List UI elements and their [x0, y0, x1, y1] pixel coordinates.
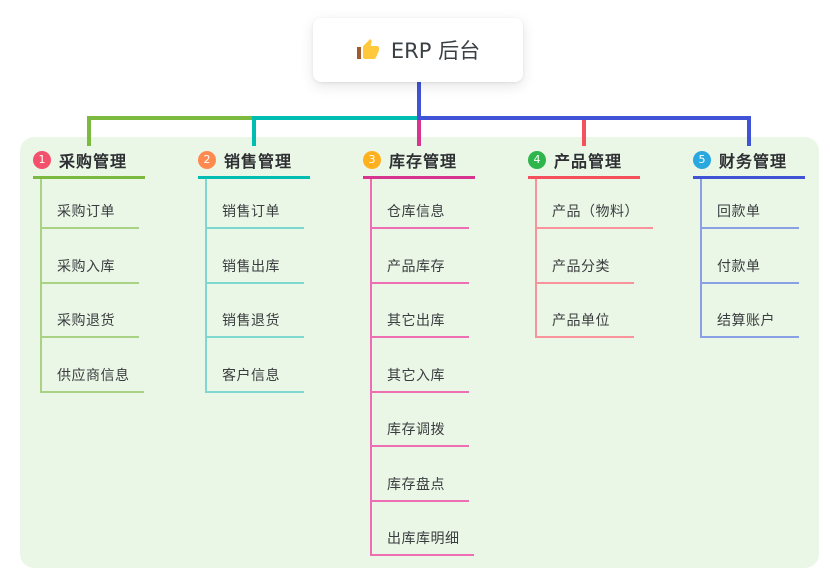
connector-bar-middle [252, 116, 417, 120]
branch-children: 采购订单 采购入库 采购退货 供应商信息 [40, 179, 145, 393]
child-label: 采购退货 [57, 313, 115, 329]
child-label: 产品（物料） [552, 204, 639, 220]
branch-underline [693, 176, 805, 179]
child-node[interactable]: 销售退货 [207, 284, 304, 338]
child-label: 客户信息 [222, 367, 280, 384]
child-node[interactable]: 其它出库 [372, 284, 469, 338]
branch-number-badge: 1 [33, 151, 51, 169]
branch-underline [528, 176, 640, 179]
child-label: 仓库信息 [387, 204, 445, 220]
branch-product: 4 产品管理 产品（物料） 产品分类 产品单位 [528, 148, 653, 338]
branch-title-finance[interactable]: 5 财务管理 [693, 148, 805, 172]
child-node[interactable]: 客户信息 [207, 338, 304, 393]
child-label: 付款单 [717, 258, 761, 275]
child-label: 产品单位 [552, 313, 610, 329]
child-node[interactable]: 产品分类 [537, 229, 634, 284]
child-node[interactable]: 付款单 [702, 229, 799, 284]
branch-title-sales[interactable]: 2 销售管理 [198, 148, 310, 172]
branch-number-badge: 3 [363, 151, 381, 169]
branches-panel [20, 137, 819, 568]
branch-children: 仓库信息 产品库存 其它出库 其它入库 库存调拨 库存盘点 出库库明细 [370, 179, 475, 556]
connector-drop-finance [747, 116, 751, 146]
child-label: 回款单 [717, 204, 761, 220]
child-label: 采购订单 [57, 204, 115, 220]
child-label: 供应商信息 [57, 367, 130, 384]
branch-label: 采购管理 [59, 152, 128, 171]
connector-drop-purchase [87, 116, 91, 146]
branch-number-badge: 5 [693, 151, 711, 169]
branch-title-purchase[interactable]: 1 采购管理 [33, 148, 145, 172]
child-label: 产品库存 [387, 258, 445, 275]
thumbs-up-icon [356, 39, 379, 59]
branch-label: 销售管理 [224, 152, 293, 171]
child-label: 库存调拨 [387, 422, 445, 438]
child-node[interactable]: 产品（物料） [537, 179, 653, 229]
child-label: 销售订单 [222, 204, 280, 220]
child-node[interactable]: 仓库信息 [372, 179, 469, 229]
child-node[interactable]: 其它入库 [372, 338, 469, 393]
child-node[interactable]: 采购退货 [42, 284, 139, 338]
branch-underline [363, 176, 475, 179]
child-node[interactable]: 出库库明细 [372, 502, 474, 556]
root-label: ERP 后台 [390, 39, 481, 63]
child-node[interactable]: 库存盘点 [372, 447, 469, 502]
branch-title-product[interactable]: 4 产品管理 [528, 148, 653, 172]
branch-number-badge: 2 [198, 151, 216, 169]
branch-underline [33, 176, 145, 179]
child-node[interactable]: 库存调拨 [372, 393, 469, 447]
branch-inventory: 3 库存管理 仓库信息 产品库存 其它出库 其它入库 库存调拨 库存盘点 出库库… [363, 148, 475, 556]
child-node[interactable]: 采购入库 [42, 229, 139, 284]
child-node[interactable]: 销售出库 [207, 229, 304, 284]
child-label: 产品分类 [552, 258, 610, 275]
child-node[interactable]: 结算账户 [702, 284, 799, 338]
child-label: 销售退货 [222, 313, 280, 329]
branch-children: 回款单 付款单 结算账户 [700, 179, 805, 338]
branch-number-badge: 4 [528, 151, 546, 169]
connector-drop-sales [252, 120, 256, 146]
child-node[interactable]: 销售订单 [207, 179, 304, 229]
branch-finance: 5 财务管理 回款单 付款单 结算账户 [693, 148, 805, 338]
child-node[interactable]: 产品库存 [372, 229, 469, 284]
child-node[interactable]: 采购订单 [42, 179, 139, 229]
branch-children: 产品（物料） 产品分类 产品单位 [535, 179, 653, 338]
branch-sales: 2 销售管理 销售订单 销售出库 销售退货 客户信息 [198, 148, 310, 393]
child-node[interactable]: 供应商信息 [42, 338, 144, 393]
child-node[interactable]: 回款单 [702, 179, 799, 229]
child-label: 出库库明细 [387, 531, 460, 547]
branch-label: 产品管理 [554, 152, 623, 171]
branch-title-inventory[interactable]: 3 库存管理 [363, 148, 475, 172]
branch-purchase: 1 采购管理 采购订单 采购入库 采购退货 供应商信息 [33, 148, 145, 393]
child-label: 其它入库 [387, 367, 445, 384]
branch-label: 库存管理 [389, 152, 458, 171]
branch-children: 销售订单 销售出库 销售退货 客户信息 [205, 179, 310, 393]
connector-bar-right [417, 116, 751, 120]
child-label: 采购入库 [57, 258, 115, 275]
connector-drop-inventory [417, 120, 421, 146]
connector-trunk [417, 82, 421, 120]
connector-bar-left [87, 116, 252, 120]
child-label: 其它出库 [387, 313, 445, 329]
child-label: 库存盘点 [387, 476, 445, 493]
branch-underline [198, 176, 310, 179]
branch-label: 财务管理 [719, 152, 788, 171]
child-node[interactable]: 产品单位 [537, 284, 634, 338]
root-node[interactable]: ERP 后台 [313, 18, 523, 82]
child-label: 结算账户 [717, 313, 775, 329]
connector-drop-product [582, 120, 586, 146]
child-label: 销售出库 [222, 258, 280, 275]
